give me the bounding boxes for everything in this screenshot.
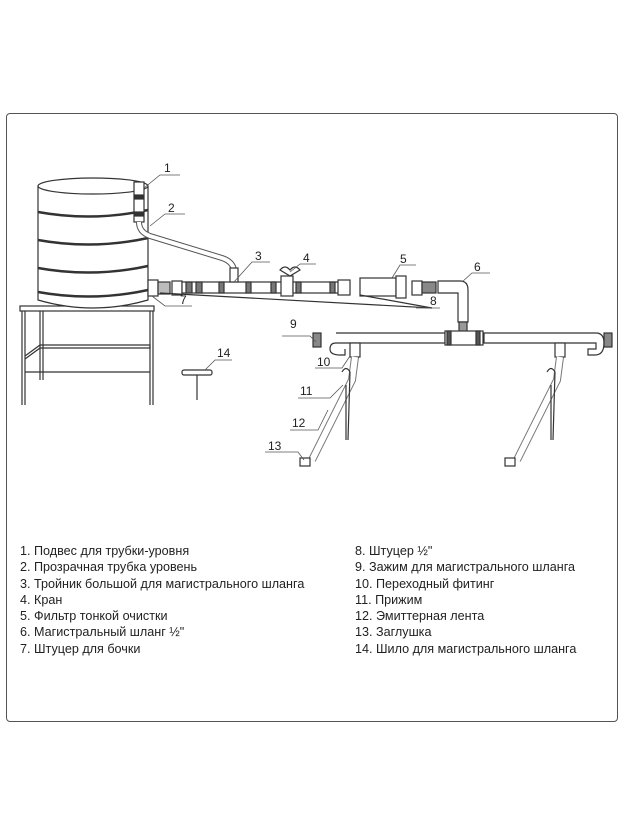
- callout-10: 10: [317, 355, 331, 369]
- emitter-left: [299, 342, 361, 467]
- callout-11: 11: [300, 384, 313, 398]
- callout-3: 3: [255, 249, 262, 263]
- water-tank: [37, 177, 149, 309]
- legend-left-column: 1. Подвес для трубки-уровня 2. Прозрачна…: [20, 543, 304, 657]
- leader-lines: [143, 174, 490, 461]
- legend-item: 12. Эмиттерная лента: [355, 609, 485, 624]
- emitter-right: [504, 342, 566, 467]
- legend-item: 14. Шило для магистрального шланга: [355, 641, 577, 656]
- main-line: [147, 266, 469, 335]
- callout-2: 2: [168, 201, 175, 215]
- legend-item: 13. Заглушка: [355, 625, 432, 640]
- level-tube: [133, 181, 237, 273]
- callout-13: 13: [268, 439, 282, 453]
- callout-5: 5: [400, 252, 407, 266]
- legend-item: 10. Переходный фитинг: [355, 576, 495, 591]
- callout-9: 9: [290, 317, 297, 331]
- legend-item: 2. Прозрачная трубка уровень: [20, 560, 198, 575]
- diagram-frame: [6, 113, 618, 722]
- legend-item: 7. Штуцер для бочки: [20, 641, 141, 656]
- distribution-header: [312, 330, 613, 356]
- callout-8: 8: [430, 294, 437, 308]
- callout-4: 4: [303, 251, 310, 265]
- tank-stand: [19, 305, 155, 405]
- irrigation-diagram: 1 2 3 4 5 6 7 8 9 10 11 12 13 14: [19, 161, 613, 467]
- legend-item: 8. Штуцер ½": [355, 544, 433, 558]
- callout-1: 1: [164, 161, 171, 175]
- legend-item: 6. Магистральный шланг ½": [20, 625, 185, 640]
- legend-item: 3. Тройник большой для магистрального шл…: [20, 576, 305, 591]
- callout-labels: 1 2 3 4 5 6 7 8 9 10 11 12 13 14: [164, 161, 481, 453]
- callout-14: 14: [217, 346, 231, 360]
- legend-item: 4. Кран: [20, 592, 63, 607]
- awl: [181, 369, 213, 400]
- legend-item: 1. Подвес для трубки-уровня: [20, 544, 190, 558]
- legend-item: 9. Зажим для магистрального шланга: [355, 560, 576, 575]
- callout-6: 6: [474, 260, 481, 274]
- legend-right-column: 8. Штуцер ½" 9. Зажим для магистрального…: [355, 543, 576, 657]
- legend-item: 11. Прижим: [355, 592, 423, 607]
- callout-7: 7: [180, 293, 187, 307]
- legend-item: 5. Фильтр тонкой очистки: [20, 609, 168, 624]
- callout-12: 12: [292, 416, 306, 430]
